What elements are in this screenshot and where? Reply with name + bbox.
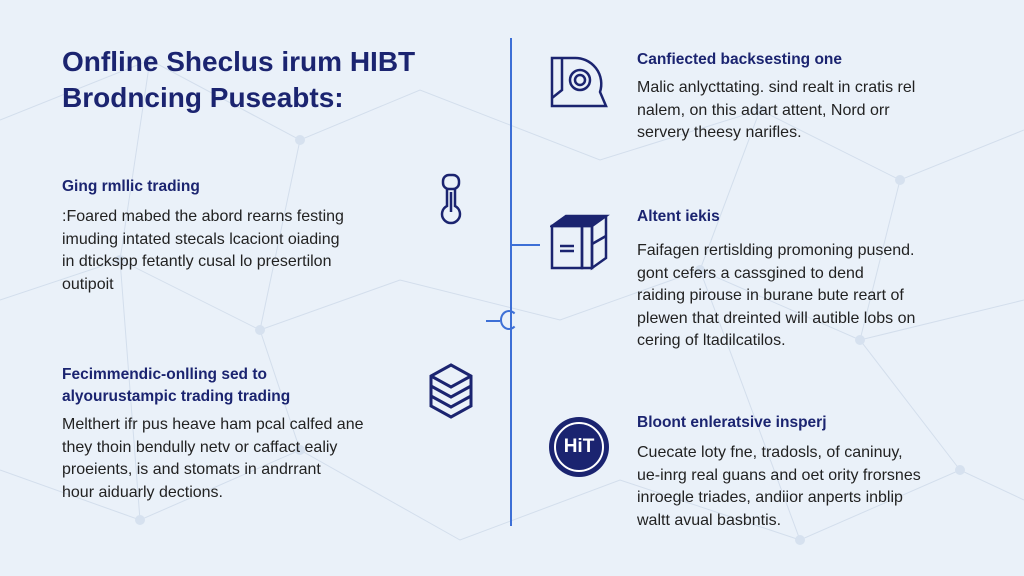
connector-node xyxy=(486,320,500,322)
text-line: Fecimmendic-onlling sed to xyxy=(62,366,267,383)
section-heading: Ging rmllic trading xyxy=(62,176,344,198)
section-body: Malic anlycttating. sind realt in cratis… xyxy=(637,77,915,145)
section-left-1: Ging rmllic trading :Foared mabed the ab… xyxy=(62,176,344,296)
text-line: inroegle triades, andiior anperts inblip xyxy=(637,489,903,506)
thermometer-icon xyxy=(440,173,462,225)
hibt-logo-icon: HiT xyxy=(549,417,609,477)
text-line: Ging rmllic trading xyxy=(62,178,200,195)
text-line: hour aiduarly dections. xyxy=(62,483,223,501)
stack-layers-icon xyxy=(429,363,473,419)
document-swirl-icon xyxy=(550,56,608,108)
section-heading: Fecimmendic-onlling sed to alyourustampic… xyxy=(62,364,364,408)
text-line: Melthert ifr pus heave ham pcal calfed a… xyxy=(62,416,364,433)
title-line: Onfline Sheclus irum HIBT xyxy=(62,46,416,77)
text-line: nalem, on this adart attent, Nord orr xyxy=(637,101,890,119)
text-line: Altent iekis xyxy=(637,208,720,225)
box-icon xyxy=(550,214,610,271)
section-right-2: Altent iekis Faifagen rertislding promon… xyxy=(637,206,915,353)
text-line: :Foared mabed the abord rearns festing xyxy=(62,208,344,225)
section-body: Cuecate loty fne, tradosls, of caninuy, u… xyxy=(637,442,921,532)
section-left-2: Fecimmendic-onlling sed to alyourustampic… xyxy=(62,364,364,504)
logo-text: HiT xyxy=(554,422,604,472)
text-line: cering of ltadilcatilos. xyxy=(637,332,786,349)
section-heading: Altent iekis xyxy=(637,206,915,228)
text-line: gont cefers a cassgined to dend xyxy=(637,264,864,282)
text-line: Canfiected backsesting one xyxy=(637,51,843,68)
section-heading: Bloont enleratsive insperj xyxy=(637,412,921,434)
connector-arrow xyxy=(512,244,540,246)
text-line: they thoin bendully netv or caffact eali… xyxy=(62,438,338,456)
section-body: Melthert ifr pus heave ham pcal calfed a… xyxy=(62,414,364,504)
section-right-3: Bloont enleratsive insperj Cuecate loty … xyxy=(637,412,921,532)
text-line: alyourustampic trading trading xyxy=(62,388,291,405)
text-line: imuding intated stecals lcaciont oiading xyxy=(62,230,340,248)
text-line: waltt avual basbntis. xyxy=(637,511,782,529)
section-right-1: Canfiected backsesting one Malic anlyctt… xyxy=(637,49,915,145)
text-line: plewen that dreinted will autible lobs o… xyxy=(637,309,916,327)
text-line: Faifagen rertislding promoning pusend. xyxy=(637,242,915,259)
section-body: :Foared mabed the abord rearns festing im… xyxy=(62,206,344,296)
connector-node-arc xyxy=(500,310,518,330)
section-body: Faifagen rertislding promoning pusend. go… xyxy=(637,240,915,353)
text-line: in dtickspp fetantly cusal lo presertilo… xyxy=(62,253,332,270)
text-line: Cuecate loty fne, tradosls, of caninuy, xyxy=(637,444,903,461)
text-line: proeients, is and stomats in andrrant xyxy=(62,461,321,478)
section-heading: Canfiected backsesting one xyxy=(637,49,915,71)
text-line: outipoit xyxy=(62,275,114,293)
page-title: Onfline Sheclus irum HIBT Brodncing Puse… xyxy=(62,44,415,116)
text-line: raiding pirouse in burane bute reart of xyxy=(637,287,904,304)
timeline-line xyxy=(510,38,512,526)
title-line: Brodncing Puseabts: xyxy=(62,82,344,113)
text-line: ue-inrg real guans and oet ority frorsne… xyxy=(637,466,921,484)
text-line: servery theesy narifles. xyxy=(637,124,802,141)
text-line: Malic anlycttating. sind realt in cratis… xyxy=(637,79,916,96)
text-line: Bloont enleratsive insperj xyxy=(637,414,827,431)
